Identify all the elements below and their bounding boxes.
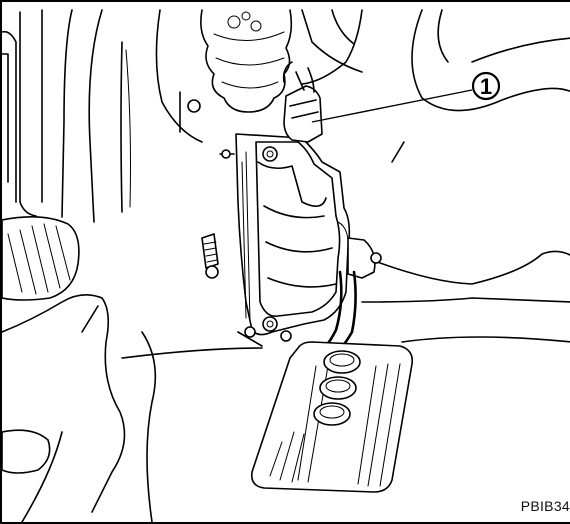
callout-1-number: 1 bbox=[480, 74, 492, 99]
callout-1: 1 bbox=[311, 71, 501, 123]
dash-panel bbox=[121, 9, 570, 359]
steering-column-boot bbox=[155, 9, 363, 143]
callout-1-leader-line bbox=[311, 89, 473, 123]
left-pedal-assembly bbox=[2, 9, 157, 522]
figure-code-label: PBIB34 bbox=[520, 498, 570, 514]
accelerator-pedal-assembly bbox=[201, 61, 414, 493]
callout-1-circle bbox=[471, 71, 501, 101]
